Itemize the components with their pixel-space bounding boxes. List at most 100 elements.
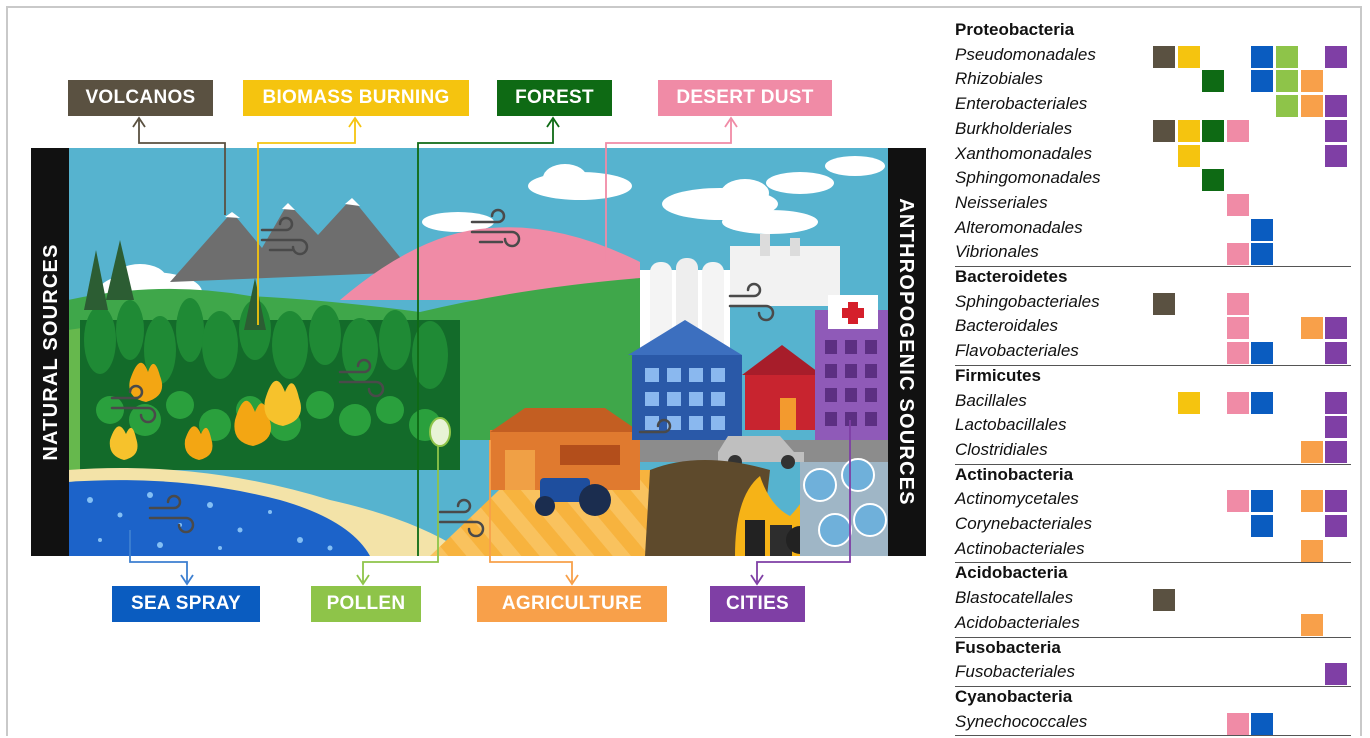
matrix-cell-desert <box>1226 292 1249 315</box>
matrix-cell-agriculture <box>1300 317 1323 340</box>
order-label: Lactobacillales <box>955 415 1067 435</box>
order-label: Acidobacteriales <box>955 612 1080 632</box>
order-label: Neisseriales <box>955 192 1048 212</box>
matrix-cell-desert <box>1226 342 1249 365</box>
phylum-separator <box>955 266 1351 267</box>
tractor <box>535 478 611 516</box>
order-label: Actinomycetales <box>955 489 1079 509</box>
order-label: Sphingobacteriales <box>955 291 1100 311</box>
order-label: Fusobacteriales <box>955 662 1076 682</box>
matrix-cell-cities <box>1325 342 1348 365</box>
order-label: Blastocatellales <box>955 588 1074 608</box>
phylum-label: Actinobacteria <box>955 464 1074 484</box>
phylum-separator <box>955 364 1351 366</box>
barn <box>490 408 640 490</box>
matrix-cell-sea <box>1251 218 1274 241</box>
matrix-cell-cities <box>1325 515 1348 537</box>
scene <box>68 148 888 556</box>
hospital-building <box>815 295 888 445</box>
matrix-cell-desert <box>1226 317 1249 340</box>
order-label: Corynebacteriales <box>955 514 1093 533</box>
phylum-separator <box>955 636 1351 638</box>
matrix-cell-agriculture <box>1300 70 1323 93</box>
matrix-cell-sea <box>1251 391 1274 414</box>
forest-fires <box>109 362 301 460</box>
source-connectors <box>129 116 851 586</box>
matrix-cell-forest <box>1202 169 1225 192</box>
matrix-cell-cities <box>1325 490 1348 513</box>
phylum-label: Bacteroidetes <box>955 267 1068 286</box>
matrix-cell-agriculture <box>1300 613 1323 636</box>
anthropogenic-sources-label: ANTHROPOGENIC SOURCES <box>895 198 917 505</box>
phylum-separator <box>955 463 1351 465</box>
source-label-cities: CITIES <box>710 586 805 622</box>
environment-illustration: NATURAL SOURCES ANTHROPOGENIC SOURCES <box>31 116 926 586</box>
matrix-cell-agriculture <box>1300 95 1323 118</box>
matrix-cell-sea <box>1251 515 1274 537</box>
phylum-label: Cyanobacteria <box>955 686 1073 706</box>
matrix-cell-cities <box>1325 317 1348 340</box>
phylum-separator <box>955 735 1351 737</box>
apartment-building <box>628 320 742 440</box>
phylum-label: Proteobacteria <box>955 20 1075 39</box>
matrix-cell-agriculture <box>1300 440 1323 463</box>
matrix-cell-desert <box>1226 712 1249 735</box>
order-label: Clostridiales <box>955 439 1048 459</box>
figure-frame <box>6 6 1362 736</box>
source-label-agriculture: AGRICULTURE <box>477 586 667 622</box>
matrix-cell-desert <box>1226 490 1249 513</box>
wind-icons <box>110 208 775 538</box>
matrix-cell-biomass <box>1177 45 1200 68</box>
matrix-cell-biomass <box>1177 119 1200 142</box>
matrix-cell-forest <box>1202 119 1225 142</box>
matrix-cell-forest <box>1202 70 1225 93</box>
matrix-cell-agriculture <box>1300 539 1323 562</box>
matrix-cell-volcanos <box>1153 119 1175 142</box>
matrix-cell-biomass <box>1177 391 1200 414</box>
order-label: Vibrionales <box>955 242 1039 262</box>
phylum-separator <box>955 562 1351 564</box>
natural-sources-bar <box>31 148 69 556</box>
matrix-cell-sea <box>1251 342 1274 365</box>
matrix-cell-volcanos <box>1153 292 1175 315</box>
source-label-sea-spray: SEA SPRAY <box>112 586 260 622</box>
source-label-desert-dust: DESERT DUST <box>658 80 832 116</box>
order-label: Xanthomonadales <box>955 143 1093 163</box>
order-label: Flavobacteriales <box>955 341 1079 361</box>
matrix-cell-cities <box>1325 45 1348 68</box>
source-label-forest: FOREST <box>497 80 612 116</box>
matrix-cell-cities <box>1325 663 1348 686</box>
order-label: Synechococcales <box>955 711 1088 731</box>
matrix-cell-cities <box>1325 119 1348 142</box>
source-label-pollen: POLLEN <box>311 586 421 622</box>
matrix-cell-desert <box>1226 243 1249 266</box>
matrix-cell-cities <box>1325 144 1348 167</box>
order-label: Rhizobiales <box>955 69 1043 89</box>
red-house <box>742 345 822 430</box>
order-label: Enterobacteriales <box>955 94 1088 114</box>
order-label: Alteromonadales <box>955 217 1083 237</box>
matrix-cell-desert <box>1226 193 1249 216</box>
order-label: Sphingomonadales <box>955 168 1101 188</box>
matrix-cell-sea <box>1251 70 1274 93</box>
order-label: Burkholderiales <box>955 118 1073 138</box>
matrix-cell-sea <box>1251 712 1274 735</box>
order-label: Bacteroidales <box>955 316 1059 336</box>
matrix-cell-pollen <box>1276 95 1298 118</box>
matrix-cell-desert <box>1226 119 1249 142</box>
phylum-separator <box>955 685 1351 687</box>
natural-sources-label: NATURAL SOURCES <box>40 243 62 460</box>
matrix-cell-cities <box>1325 95 1348 118</box>
matrix-cell-agriculture <box>1300 490 1323 513</box>
matrix-cell-biomass <box>1177 144 1200 167</box>
order-label: Pseudomonadales <box>955 44 1096 64</box>
matrix-cell-cities <box>1325 416 1348 439</box>
source-label-biomass-burning: BIOMASS BURNING <box>243 80 469 116</box>
matrix-cell-pollen <box>1276 45 1298 68</box>
matrix-cell-sea <box>1251 45 1274 68</box>
pollen-grain <box>429 417 451 447</box>
matrix-cell-sea <box>1251 243 1274 266</box>
desert-hill <box>340 227 640 300</box>
matrix-cell-cities <box>1325 391 1348 414</box>
phylum-label: Acidobacteria <box>955 563 1068 583</box>
